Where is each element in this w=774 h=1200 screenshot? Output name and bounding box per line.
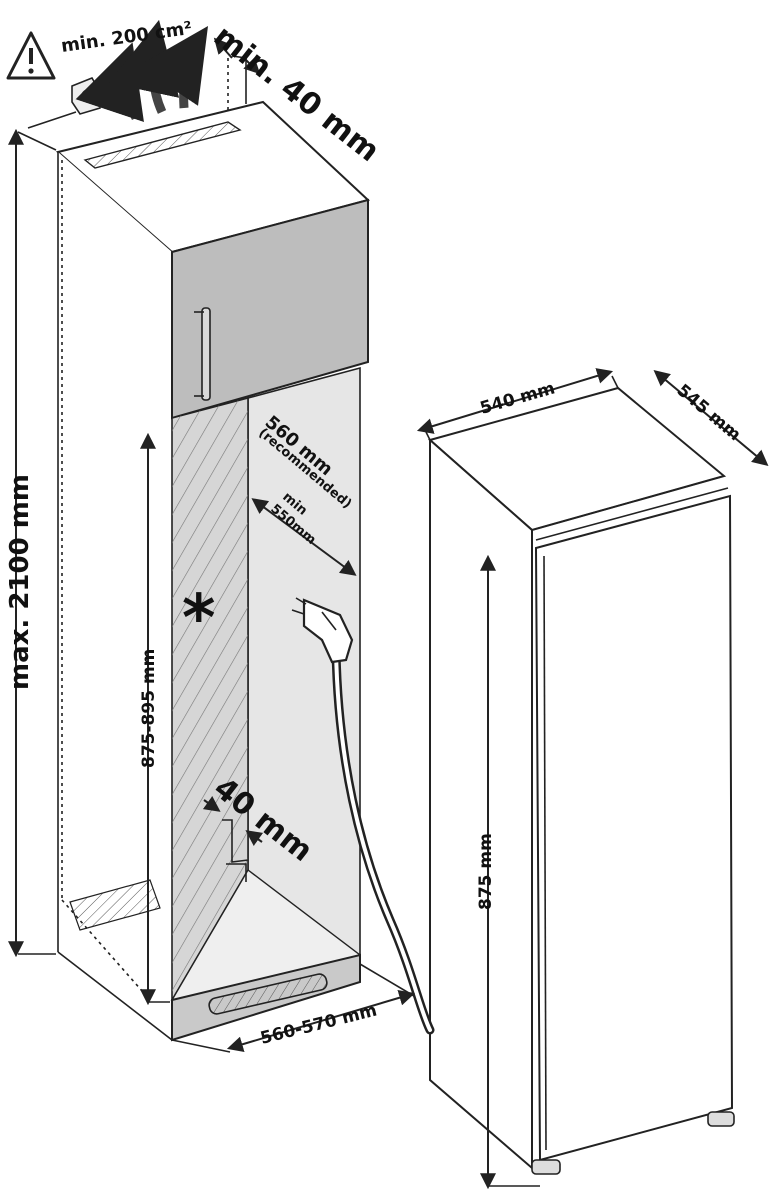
- depth-min-dim: [251, 498, 357, 576]
- appliance-foot-front: [531, 1159, 561, 1175]
- cabinet: [55, 100, 371, 1042]
- power-socket-icon: [71, 76, 101, 115]
- appliance: [427, 386, 735, 1175]
- power-cable: [331, 645, 435, 1035]
- max-height-label: max. 2100 mm: [5, 474, 35, 690]
- top-vent-slot: [83, 121, 242, 169]
- door-handle: [201, 307, 211, 401]
- appliance-height-label: 875 mm: [476, 833, 496, 910]
- appliance-depth-dim: [653, 369, 769, 467]
- niche-width-dim: [226, 989, 416, 1053]
- appliance-door: [534, 494, 734, 1162]
- power-plug-icon: [291, 597, 354, 664]
- appliance-width-dim: [416, 368, 614, 434]
- warning-icon: [6, 31, 56, 80]
- niche-height-label: 875-895 mm: [139, 649, 159, 768]
- upper-door: [171, 198, 369, 420]
- vent-area-label: min. 200 cm²: [60, 18, 194, 57]
- airflow-arrows-icon: [75, 19, 208, 123]
- appliance-foot-right: [707, 1111, 735, 1127]
- appliance-side: [429, 437, 533, 1171]
- appliance-depth-label: 545 mm: [673, 381, 745, 446]
- asterisk-mark: *: [182, 582, 215, 656]
